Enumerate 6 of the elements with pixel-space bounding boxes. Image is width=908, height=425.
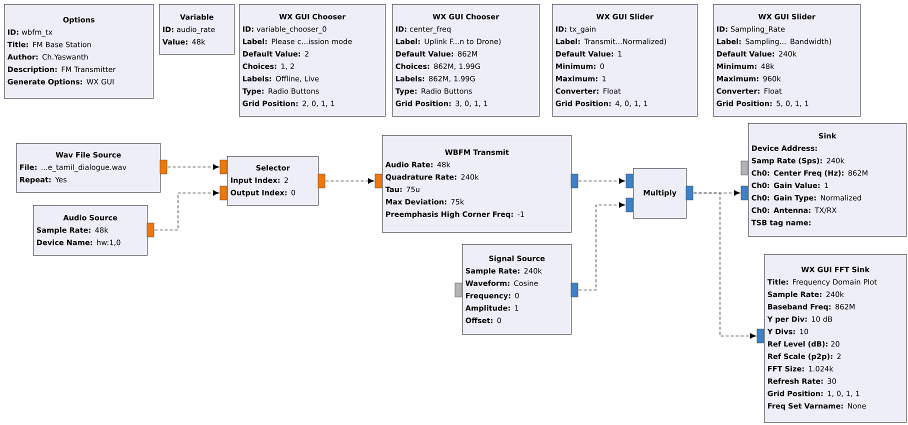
arrow bbox=[167, 164, 220, 170]
arrow bbox=[154, 190, 220, 230]
arrow bbox=[325, 178, 374, 184]
arrow bbox=[693, 192, 756, 339]
arrow bbox=[578, 202, 626, 290]
arrow bbox=[578, 178, 626, 184]
